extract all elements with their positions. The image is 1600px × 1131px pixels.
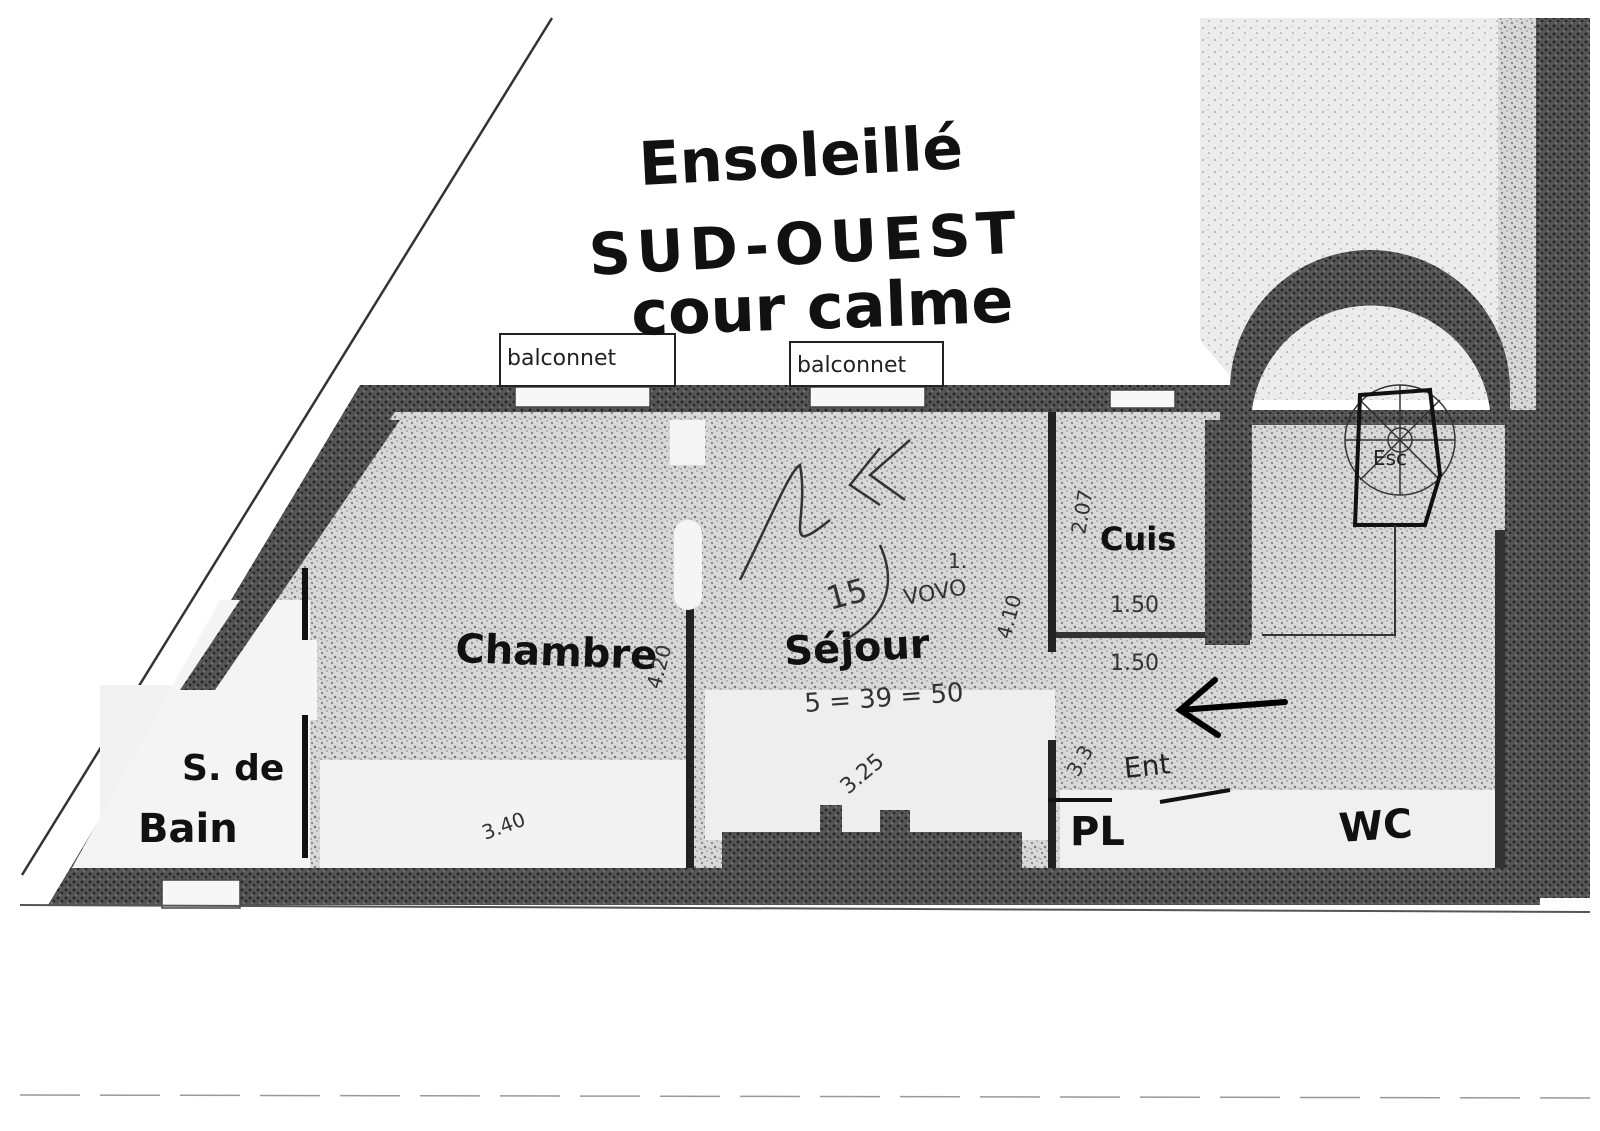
window-2 [809,386,926,408]
chimney-block [722,832,1022,868]
chimney-stack-1 [820,805,842,835]
partition-placard [1048,740,1056,868]
partition-cuisine-bottom [1056,632,1226,638]
balcony-label-1: balconnet [507,346,617,371]
room-label-cuisine: Cuis [1100,520,1176,558]
bathroom-floor [72,600,310,868]
room-label-wc: WC [1337,801,1414,852]
scan-line-1 [19,904,1591,913]
room-label-placard: PL [1070,809,1125,855]
apartment-floor [72,412,1505,868]
sejour-scribble [738,439,911,642]
door-gap-sejour [674,520,702,610]
balcony-label-2: balconnet [797,353,907,378]
partition-sejour-cuisine [1048,412,1056,652]
room-label-bain-1: S. de [182,748,284,789]
window-bottom [161,879,241,909]
room-label-bain-2: Bain [138,806,238,852]
window-1 [514,386,651,408]
partition-chambre-sejour [686,570,694,868]
annotation-sunny: Ensoleillé [637,113,965,200]
door-gap-bath [292,640,317,720]
spiral-staircase [1344,384,1456,496]
room-label-sejour: Séjour [783,621,931,675]
window-3 [1109,389,1176,409]
wc-area [1060,790,1500,868]
room-label-stair: Esc [1373,446,1407,470]
neighbor-wall-right [1535,18,1590,898]
room-label-entree: Ent [1122,747,1172,785]
stair-guide-line [1262,525,1396,636]
entree-line [1159,788,1231,804]
chambre-light-zone [320,760,690,868]
annotation-quiet-courtyard: cour calme [630,264,1014,350]
note-sejour-1: 1. [948,549,967,573]
room-label-chambre: Chambre [455,626,658,679]
dim-cuisine-width: 1.50 [1110,593,1159,618]
door-gap-chambre [670,420,705,465]
balcony-box-1 [499,333,676,387]
dim-entree-width: 1.50 [1110,651,1159,676]
stair-marker [1352,387,1443,527]
chimney-stack-2 [880,810,910,836]
partition-wc [1495,530,1505,868]
left-slanted-wall [180,420,400,690]
scan-line-2 [19,1094,1591,1099]
entry-arrow [1175,677,1288,738]
balcony-box-2 [789,341,944,387]
